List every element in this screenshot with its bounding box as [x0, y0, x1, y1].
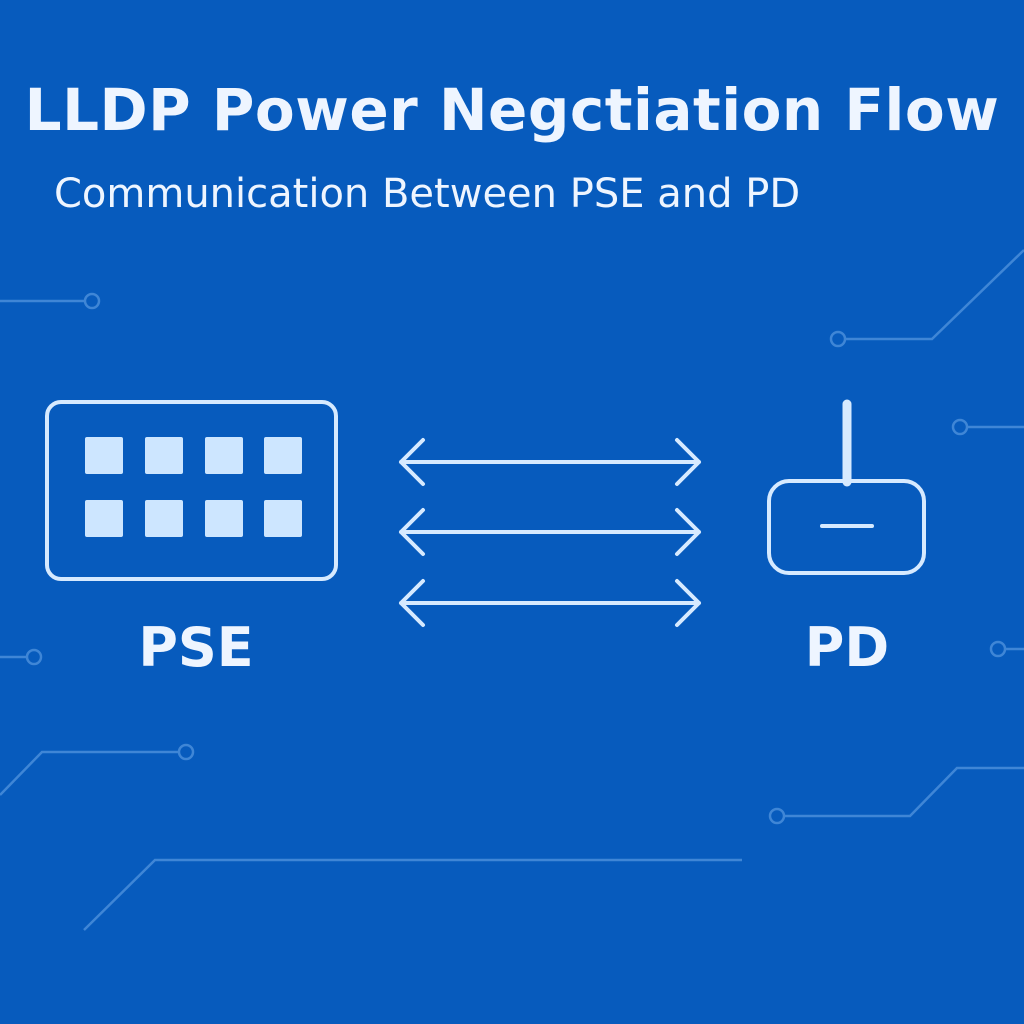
- circuit-node: [83, 292, 101, 310]
- circuit-node: [25, 648, 43, 666]
- pse-switch-icon: [45, 400, 338, 581]
- pse-switch-body: [45, 400, 338, 581]
- pse-port: [264, 437, 302, 474]
- circuit-trace: [0, 750, 178, 796]
- pd-device-icon: [767, 399, 926, 575]
- pse-port: [205, 437, 243, 474]
- pd-device-body: [767, 479, 926, 575]
- pse-port: [145, 437, 183, 474]
- pse-port: [145, 500, 183, 537]
- pse-port: [264, 500, 302, 537]
- circuit-trace: [785, 766, 1024, 818]
- circuit-trace: [846, 249, 1024, 341]
- pse-ports: [85, 437, 302, 537]
- circuit-node: [951, 418, 969, 436]
- page-title: LLDP Power Negctiation Flow: [24, 76, 1000, 144]
- circuit-node: [768, 807, 786, 825]
- pse-label: PSE: [138, 616, 254, 679]
- circuit-node: [829, 330, 847, 348]
- link-arrows: [399, 438, 701, 627]
- link-arrow: [399, 438, 701, 486]
- circuit-node: [177, 743, 195, 761]
- circuit-trace: [83, 858, 742, 931]
- pse-port: [85, 500, 123, 537]
- pse-port: [205, 500, 243, 537]
- circuit-node: [989, 640, 1007, 658]
- link-arrow: [399, 579, 701, 627]
- page-subtitle: Communication Between PSE and PD: [54, 171, 801, 217]
- pd-label: PD: [804, 616, 890, 679]
- pse-port: [85, 437, 123, 474]
- link-arrow: [399, 508, 701, 556]
